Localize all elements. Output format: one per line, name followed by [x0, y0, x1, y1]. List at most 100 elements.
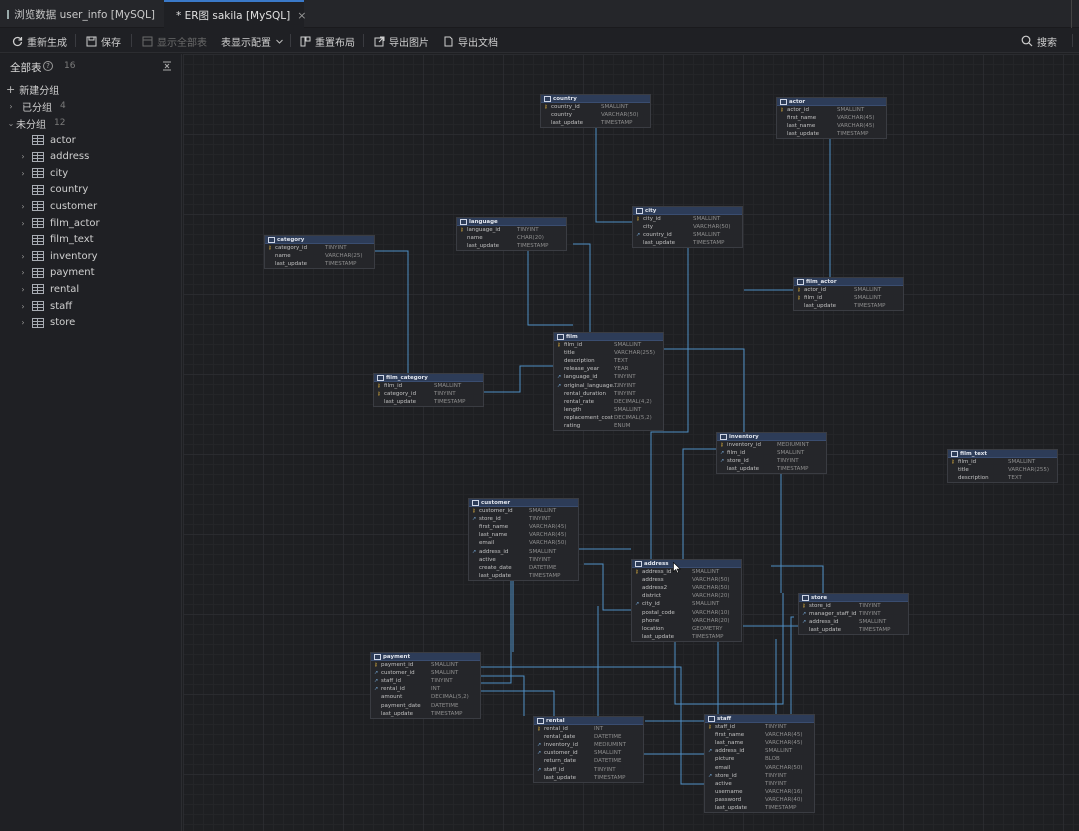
all-tables-title: 全部表: [10, 62, 42, 74]
sidebar-table-store[interactable]: ›store: [18, 315, 200, 331]
reset-layout-button[interactable]: 重置布局: [300, 32, 355, 50]
sidebar-table-rental[interactable]: ›rental: [18, 281, 200, 297]
export-image-button[interactable]: 导出图片: [374, 32, 429, 50]
sidebar-table-customer[interactable]: ›customer: [18, 198, 200, 214]
relationship-lines: [375, 126, 831, 785]
chevron-right-icon[interactable]: ›: [21, 284, 25, 294]
entity-title[interactable]: payment: [371, 653, 480, 661]
table-count: 16: [64, 61, 76, 71]
entity-title[interactable]: film_text: [948, 450, 1057, 458]
entity-title[interactable]: store: [799, 594, 908, 602]
sidebar-table-city[interactable]: ›city: [18, 165, 200, 181]
tab-er-diagram[interactable]: * ER图 sakila [MySQL] ×: [164, 0, 307, 28]
save-button[interactable]: 保存: [86, 32, 121, 50]
column-type: VARCHAR(45): [765, 732, 803, 739]
column-type: SMALLINT: [614, 342, 642, 349]
chevron-right-icon[interactable]: ›: [21, 168, 25, 178]
entity-title[interactable]: category: [265, 236, 374, 244]
sidebar-table-address[interactable]: ›address: [18, 149, 200, 165]
show-all-tables-button[interactable]: 显示全部表: [142, 32, 207, 50]
table-icon: [32, 135, 44, 145]
chevron-right-icon[interactable]: ›: [21, 301, 25, 311]
column-type: DECIMAL(5,2): [614, 414, 652, 421]
entity-title[interactable]: actor: [777, 98, 886, 106]
column-type: TINYINT: [614, 374, 636, 381]
entity-title[interactable]: film_category: [374, 374, 483, 382]
export-doc-button[interactable]: 导出文档: [443, 32, 498, 50]
table-display-config-dropdown[interactable]: 表显示配置: [221, 32, 288, 50]
plus-icon: +: [6, 82, 16, 96]
group-ungrouped[interactable]: ⌄ 未分组 12: [6, 115, 188, 131]
chevron-right-icon[interactable]: ›: [21, 201, 25, 211]
chevron-right-icon[interactable]: ›: [21, 218, 25, 228]
entity-title[interactable]: customer: [469, 499, 578, 507]
entity-title[interactable]: country: [541, 95, 650, 103]
entity-title[interactable]: language: [457, 218, 566, 226]
entity-title[interactable]: staff: [705, 715, 814, 723]
close-icon[interactable]: ×: [297, 8, 307, 22]
column-type: TINYINT: [594, 766, 616, 773]
column-type: SMALLINT: [601, 104, 629, 111]
new-group-button[interactable]: + 新建分组: [6, 81, 188, 97]
save-icon: [86, 36, 97, 46]
sidebar-table-payment[interactable]: ›payment: [18, 265, 200, 281]
table-icon: [32, 267, 44, 278]
entity-title[interactable]: film_actor: [794, 278, 903, 286]
entity-title[interactable]: city: [633, 207, 742, 215]
toolbar: 重新生成 保存 显示全部表 表显示配置 重置布局 导出图片 导出文档 搜索: [0, 28, 1079, 53]
group-grouped[interactable]: › 已分组 4: [6, 98, 188, 114]
sidebar-table-film_actor[interactable]: ›film_actor: [18, 215, 200, 231]
column-name: rental_id: [544, 726, 568, 733]
tab-browse-data[interactable]: 浏览数据 user_info [MySQL]: [0, 0, 162, 28]
group-count: 12: [54, 118, 66, 128]
column-type: SMALLINT: [854, 295, 882, 302]
sidebar-table-actor[interactable]: actor: [18, 132, 200, 148]
column-type: SMALLINT: [614, 406, 642, 413]
foreign-key-icon: ↗: [802, 619, 807, 626]
chevron-right-icon[interactable]: ›: [21, 318, 25, 328]
entity-column: ↗original_language...TINYINT: [554, 381, 663, 389]
sidebar-table-inventory[interactable]: ›inventory: [18, 248, 200, 264]
help-icon[interactable]: ?: [43, 61, 53, 71]
entity-title[interactable]: film: [554, 333, 663, 341]
entity-title[interactable]: rental: [534, 717, 643, 725]
entity-title[interactable]: inventory: [717, 433, 826, 441]
chevron-right-icon[interactable]: ›: [21, 152, 25, 162]
sidebar-table-staff[interactable]: ›staff: [18, 298, 200, 314]
collapse-all-icon[interactable]: [162, 61, 172, 71]
search-button[interactable]: 搜索: [1021, 32, 1057, 50]
sidebar-table-country[interactable]: country: [18, 182, 200, 198]
sidebar-table-film_text[interactable]: film_text: [18, 232, 200, 248]
regenerate-button[interactable]: 重新生成: [12, 32, 67, 50]
entity-title[interactable]: address: [632, 560, 741, 568]
chevron-right-icon[interactable]: ›: [21, 268, 25, 278]
chevron-right-icon[interactable]: ›: [21, 251, 25, 261]
